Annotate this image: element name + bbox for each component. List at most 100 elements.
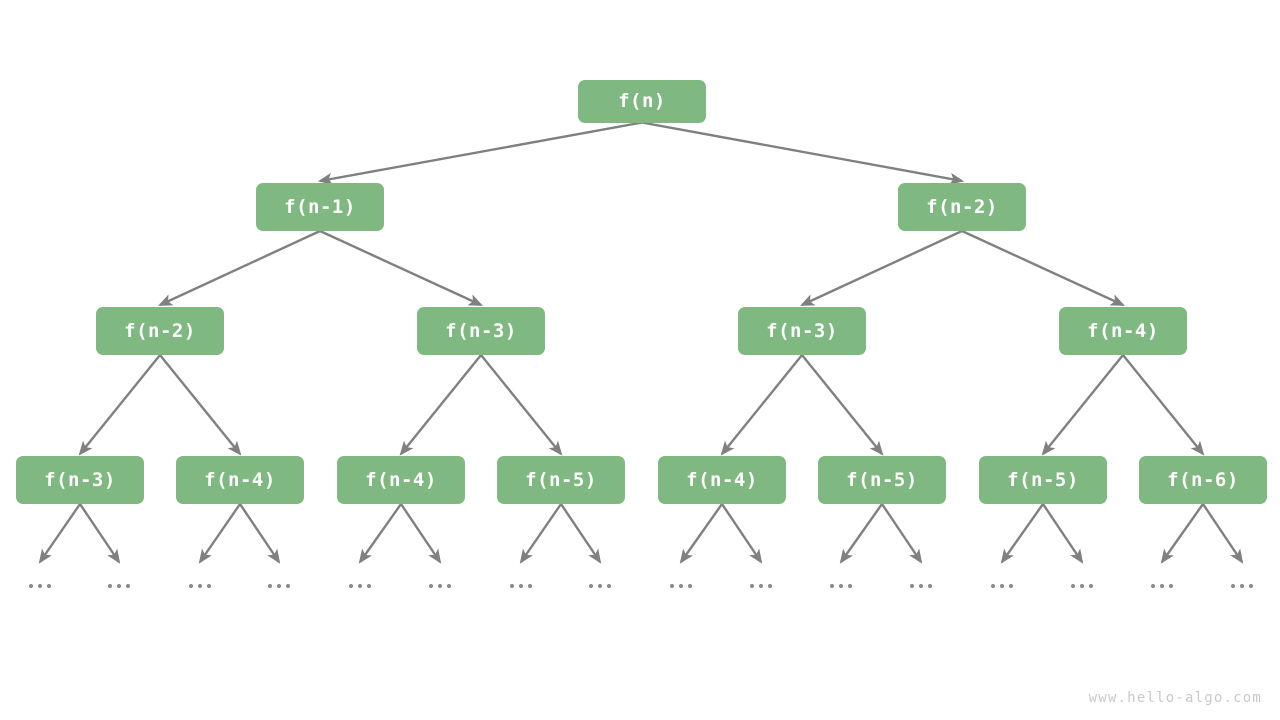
ellipsis-marker (1142, 578, 1182, 594)
tree-node: f(n-6) (1139, 456, 1267, 504)
ellipsis-dot (528, 584, 532, 588)
ellipsis-dot (928, 584, 932, 588)
ellipsis-dot (510, 584, 514, 588)
ellipsis-dot (598, 584, 602, 588)
ellipsis-marker (901, 578, 941, 594)
ellipsis-dot (848, 584, 852, 588)
tree-edge (319, 229, 483, 307)
ellipsis-dot (607, 584, 611, 588)
ellipsis-marker (20, 578, 60, 594)
tree-edge (159, 354, 242, 456)
ellipsis-dot (38, 584, 42, 588)
tree-node: f(n-4) (1059, 307, 1187, 355)
ellipsis-marker (420, 578, 460, 594)
ellipsis-dot (1240, 584, 1244, 588)
ellipsis-dot (429, 584, 433, 588)
tree-edge (399, 354, 482, 456)
tree-edge (801, 354, 884, 456)
ellipsis-dot (189, 584, 193, 588)
watermark: www.hello-algo.com (1088, 690, 1262, 706)
ellipsis-edge (1042, 503, 1084, 564)
tree-edge (78, 354, 161, 456)
ellipsis-dot (759, 584, 763, 588)
tree-edge (800, 229, 963, 307)
tree-node: f(n-4) (658, 456, 786, 504)
ellipsis-dot (286, 584, 290, 588)
ellipsis-marker (982, 578, 1022, 594)
ellipsis-edge (679, 503, 723, 564)
ellipsis-dot (268, 584, 272, 588)
ellipsis-marker (821, 578, 861, 594)
ellipsis-edge (839, 503, 883, 564)
tree-edge (961, 229, 1125, 307)
tree-node: f(n-4) (176, 456, 304, 504)
ellipsis-marker (1062, 578, 1102, 594)
ellipsis-dot (207, 584, 211, 588)
ellipsis-dot (1169, 584, 1173, 588)
ellipsis-dot (367, 584, 371, 588)
ellipsis-dot (830, 584, 834, 588)
ellipsis-edge (38, 503, 81, 564)
ellipsis-dot (768, 584, 772, 588)
tree-node: f(n-4) (337, 456, 465, 504)
ellipsis-edge (560, 503, 602, 564)
ellipsis-dot (1151, 584, 1155, 588)
tree-edge (480, 354, 563, 456)
ellipsis-edge (79, 503, 121, 564)
ellipsis-edge (1000, 503, 1044, 564)
ellipsis-dot (438, 584, 442, 588)
tree-node: f(n-5) (497, 456, 625, 504)
tree-edge (158, 229, 321, 307)
ellipsis-dot (1249, 584, 1253, 588)
ellipsis-dot (1160, 584, 1164, 588)
ellipsis-dot (447, 584, 451, 588)
ellipsis-dot (29, 584, 33, 588)
ellipsis-dot (349, 584, 353, 588)
tree-node: f(n-2) (898, 183, 1026, 231)
ellipsis-edge (239, 503, 281, 564)
ellipsis-dot (919, 584, 923, 588)
ellipsis-marker (259, 578, 299, 594)
ellipsis-edge (1202, 503, 1244, 564)
ellipsis-edge (358, 503, 402, 564)
ellipsis-dot (277, 584, 281, 588)
ellipsis-edge (198, 503, 241, 564)
tree-node: f(n-1) (256, 183, 384, 231)
tree-node: f(n-5) (979, 456, 1107, 504)
ellipsis-dot (910, 584, 914, 588)
ellipsis-edge (1160, 503, 1204, 564)
ellipsis-edge (400, 503, 442, 564)
ellipsis-marker (580, 578, 620, 594)
ellipsis-dot (1000, 584, 1004, 588)
ellipsis-dot (108, 584, 112, 588)
ellipsis-dot (1089, 584, 1093, 588)
ellipsis-dot (126, 584, 130, 588)
ellipsis-dot (1071, 584, 1075, 588)
ellipsis-dot (991, 584, 995, 588)
ellipsis-edge (721, 503, 763, 564)
ellipsis-marker (340, 578, 380, 594)
tree-node: f(n-3) (417, 307, 545, 355)
ellipsis-dot (688, 584, 692, 588)
ellipsis-marker (99, 578, 139, 594)
ellipsis-dot (117, 584, 121, 588)
tree-edge (1041, 354, 1124, 456)
tree-edge (641, 121, 965, 185)
ellipsis-marker (180, 578, 220, 594)
ellipsis-marker (661, 578, 701, 594)
ellipsis-dot (670, 584, 674, 588)
tree-node: f(n-3) (16, 456, 144, 504)
ellipsis-dot (47, 584, 51, 588)
ellipsis-marker (741, 578, 781, 594)
ellipsis-marker (1222, 578, 1262, 594)
ellipsis-edge (519, 503, 562, 564)
ellipsis-dot (679, 584, 683, 588)
tree-edge (1122, 354, 1205, 456)
ellipsis-marker (501, 578, 541, 594)
tree-node: f(n-5) (818, 456, 946, 504)
ellipsis-dot (519, 584, 523, 588)
ellipsis-dot (358, 584, 362, 588)
tree-edge (720, 354, 803, 456)
ellipsis-dot (1009, 584, 1013, 588)
